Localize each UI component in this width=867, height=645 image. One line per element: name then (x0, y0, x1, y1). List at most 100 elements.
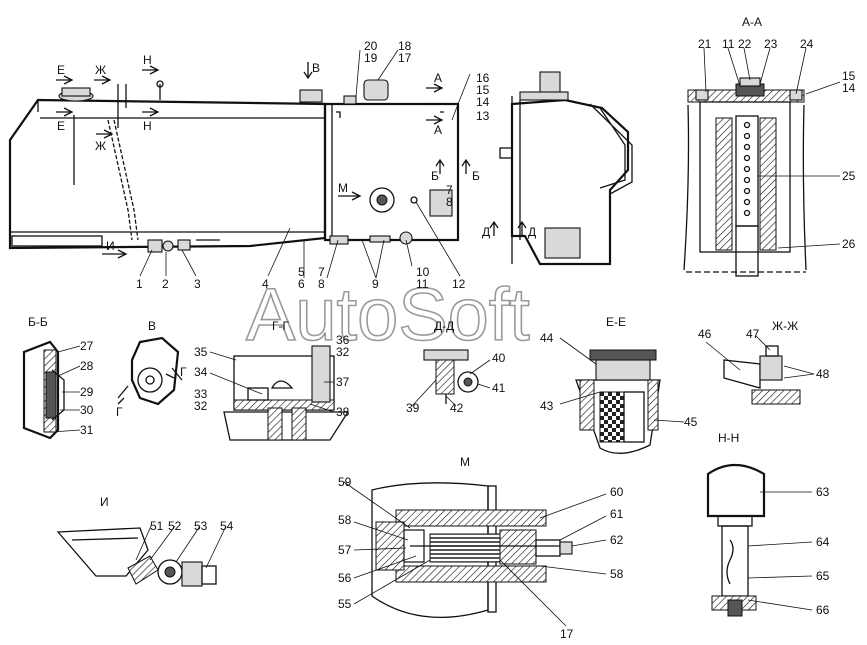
title-dd: Д-Д (434, 319, 454, 333)
marker-e-top: Е (57, 63, 65, 77)
callout-46: 46 (698, 327, 712, 341)
watermark: AutoSoft (246, 273, 530, 356)
callout-17-m: 17 (560, 627, 574, 641)
title-zhzh: Ж-Ж (772, 319, 798, 333)
callout-59: 59 (338, 475, 352, 489)
callout-41: 41 (492, 381, 506, 395)
callout-36: 36 (336, 333, 350, 347)
callout-43: 43 (540, 399, 554, 413)
title-v: В (148, 319, 156, 333)
marker-m: М (338, 181, 348, 195)
callout-12: 12 (452, 277, 466, 291)
callout-42: 42 (450, 401, 464, 415)
main-tank-side-view (8, 80, 327, 253)
leader-lines (51, 47, 841, 627)
callout-44: 44 (540, 331, 554, 345)
callout-63: 63 (816, 485, 830, 499)
marker-letters: Е Е Ж Ж Н Н В А А Б Б Д Д М И Г Г (57, 53, 536, 419)
title-m: М (460, 455, 470, 469)
callout-61: 61 (610, 507, 624, 521)
title-ee: Е-Е (606, 315, 626, 329)
callout-4: 4 (262, 277, 269, 291)
callout-47: 47 (746, 327, 760, 341)
callout-58-right: 58 (610, 567, 624, 581)
marker-a-top: А (434, 71, 442, 85)
callout-24: 24 (800, 37, 814, 51)
callout-45: 45 (684, 415, 698, 429)
callout-39: 39 (406, 401, 420, 415)
callout-35: 35 (194, 345, 208, 359)
callout-57: 57 (338, 543, 352, 557)
callout-15-aa: 15 (842, 69, 856, 83)
section-i (56, 527, 217, 587)
callout-58-left: 58 (338, 513, 352, 527)
callout-7-right: 7 (446, 183, 453, 197)
callout-19: 19 (364, 51, 378, 65)
marker-i: И (106, 239, 115, 253)
callout-16: 16 (476, 71, 490, 85)
callout-28: 28 (80, 359, 94, 373)
callout-26: 26 (842, 237, 856, 251)
view-v (117, 336, 183, 406)
callout-15: 15 (476, 83, 490, 97)
callout-numbers: 1 2 3 4 5 6 7 8 9 10 11 12 13 14 15 16 1… (80, 37, 856, 641)
callout-53: 53 (194, 519, 208, 533)
section-m (371, 482, 573, 618)
marker-b-left: Б (431, 169, 439, 183)
section-zhzh (723, 345, 801, 405)
callout-6: 6 (298, 277, 305, 291)
marker-e-bottom: Е (57, 119, 65, 133)
callout-22: 22 (738, 37, 752, 51)
marker-zh-bottom: Ж (95, 139, 106, 153)
callout-31: 31 (80, 423, 94, 437)
marker-g-right: Г (180, 365, 187, 379)
callout-52: 52 (168, 519, 182, 533)
marker-zh-top: Ж (95, 63, 106, 77)
callout-37: 37 (336, 375, 350, 389)
view-markers (56, 62, 527, 405)
callout-14: 14 (476, 95, 490, 109)
callout-13: 13 (476, 109, 490, 123)
title-aa: А-А (742, 15, 762, 29)
marker-d-right: Д (528, 225, 536, 239)
tank-rear-block (323, 79, 460, 245)
callout-64: 64 (816, 535, 830, 549)
callout-3: 3 (194, 277, 201, 291)
callout-17-top: 17 (398, 51, 412, 65)
callout-10: 10 (416, 265, 430, 279)
callout-55: 55 (338, 597, 352, 611)
callout-60: 60 (610, 485, 624, 499)
callout-30: 30 (80, 403, 94, 417)
callout-51: 51 (150, 519, 164, 533)
title-i: И (100, 495, 109, 509)
tank-end-view (499, 71, 633, 266)
section-bb (22, 340, 65, 440)
callout-8-bottom: 8 (318, 277, 325, 291)
callout-48: 48 (816, 367, 830, 381)
callout-66: 66 (816, 603, 830, 617)
callout-32-right: 32 (336, 345, 350, 359)
section-aa (683, 77, 807, 277)
callout-62: 62 (610, 533, 624, 547)
callout-27: 27 (80, 339, 94, 353)
callout-29: 29 (80, 385, 94, 399)
callout-34: 34 (194, 365, 208, 379)
callout-11: 11 (416, 277, 429, 291)
marker-n-top: Н (143, 53, 152, 67)
marker-n-bottom: Н (143, 119, 152, 133)
callout-21: 21 (698, 37, 712, 51)
section-dd (423, 349, 479, 404)
callout-20: 20 (364, 39, 378, 53)
callout-18: 18 (398, 39, 412, 53)
callout-56: 56 (338, 571, 352, 585)
callout-23: 23 (764, 37, 778, 51)
section-titles: А-А Б-Б В Г-Г Д-Д Е-Е Ж-Ж Н-Н М И (28, 15, 798, 509)
callout-8-right: 8 (446, 195, 453, 209)
title-bb: Б-Б (28, 315, 48, 329)
callout-54: 54 (220, 519, 234, 533)
title-nn: Н-Н (718, 431, 739, 445)
title-gg: Г-Г (272, 319, 289, 333)
callout-1: 1 (136, 277, 143, 291)
marker-a-bottom: А (434, 123, 442, 137)
callout-2: 2 (162, 277, 169, 291)
